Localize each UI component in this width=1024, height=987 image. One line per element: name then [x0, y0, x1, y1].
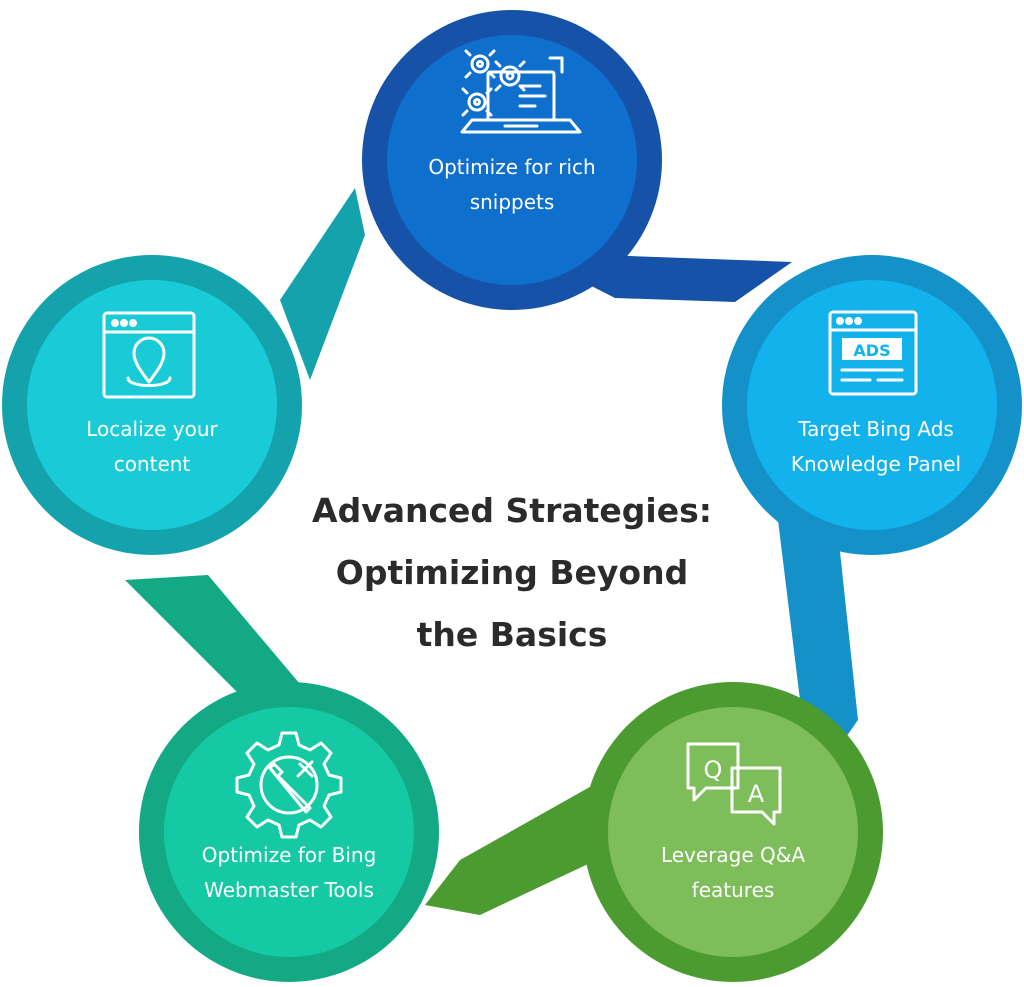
connector-ribbon-left [280, 188, 365, 380]
qa-chat-bubbles-icon [686, 742, 782, 826]
browser-location-pin-icon [102, 311, 196, 399]
laptop-gears-icon [460, 49, 582, 134]
connector-ribbon-right [778, 505, 858, 760]
node-label-rich-snippets: Optimize for rich snippets [428, 155, 596, 214]
node-inner-localize [27, 280, 277, 530]
node-label-localize: Localize your content [86, 417, 218, 476]
node-label-qa: Leverage Q&A features [660, 843, 806, 902]
node-inner-rich-snippets [387, 35, 637, 285]
node-label-webmaster: Optimize for Bing Webmaster Tools [201, 843, 377, 902]
node-inner-webmaster [164, 707, 414, 957]
qa-badge-a: A [748, 780, 765, 808]
node-inner-qa [608, 707, 858, 957]
node-inner-bing-ads [747, 280, 997, 530]
diagram-title: Advanced Strategies: Optimizing Beyond t… [312, 491, 712, 654]
node-label-bing-ads: Target Bing Ads Knowledge Panel [790, 417, 962, 476]
ads-browser-icon [828, 310, 918, 396]
ads-badge-text: ADS [853, 341, 890, 360]
qa-badge-q: Q [704, 756, 723, 784]
gear-wrench-icon [235, 731, 343, 839]
